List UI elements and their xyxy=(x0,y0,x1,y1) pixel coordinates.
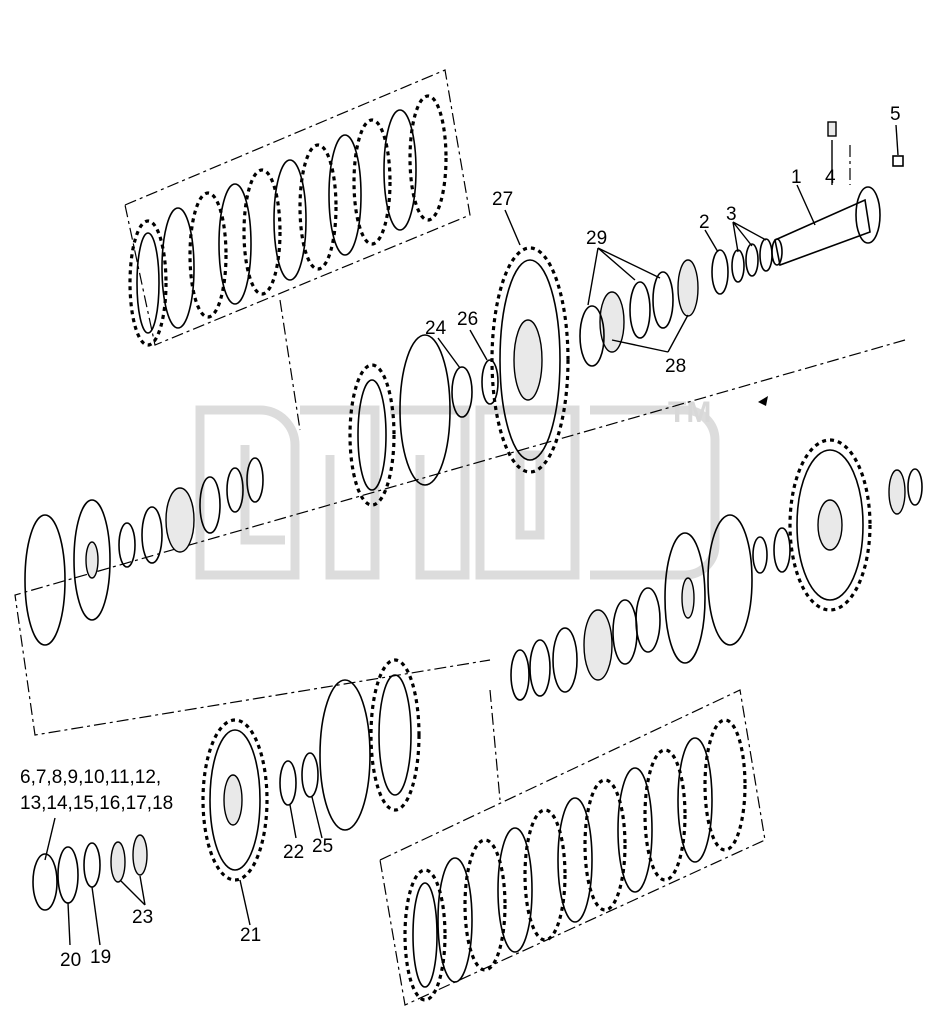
assembly-axis xyxy=(14,145,906,801)
label-part-21: 21 xyxy=(240,925,261,946)
label-part-25: 25 xyxy=(312,836,333,857)
gear-27 xyxy=(490,246,570,474)
label-part-23: 23 xyxy=(132,907,153,928)
label-part-29: 29 xyxy=(586,228,607,249)
label-part-3: 3 xyxy=(726,204,737,225)
label-part-1: 1 xyxy=(791,167,802,188)
label-group-line-2: 13,14,15,16,17,18 xyxy=(20,793,173,814)
direction-arrow xyxy=(758,396,768,406)
lower-clutch-plates xyxy=(403,718,747,1002)
gear-21 xyxy=(201,718,269,882)
rings-and-bearings xyxy=(24,238,923,911)
pin-4 xyxy=(827,121,837,137)
label-part-24: 24 xyxy=(425,318,447,339)
lower-clutch-pack-frame xyxy=(379,689,766,1006)
label-part-20: 20 xyxy=(60,950,81,971)
upper-clutch-plates xyxy=(128,94,448,347)
plug-5 xyxy=(892,155,904,167)
clutch-drum xyxy=(788,438,872,612)
label-group-line-1: 6,7,8,9,10,11,12, xyxy=(20,767,161,788)
label-part-19: 19 xyxy=(90,947,111,968)
shaft-1 xyxy=(771,186,881,267)
label-part-27: 27 xyxy=(492,189,513,210)
label-part-2: 2 xyxy=(699,212,710,233)
label-part-28: 28 xyxy=(665,356,686,377)
label-part-26: 26 xyxy=(457,309,478,330)
leader-lines xyxy=(44,124,899,946)
label-part-5: 5 xyxy=(890,104,901,125)
part-labels: 1 2 3 4 5 19 20 21 22 23 24 25 26 27 28 … xyxy=(20,104,901,971)
upper-clutch-pack-frame xyxy=(124,69,471,346)
watermark-logo: TM xyxy=(195,396,720,580)
label-part-22: 22 xyxy=(283,842,304,863)
label-part-4: 4 xyxy=(825,167,836,188)
watermark-tm: TM xyxy=(668,396,711,429)
